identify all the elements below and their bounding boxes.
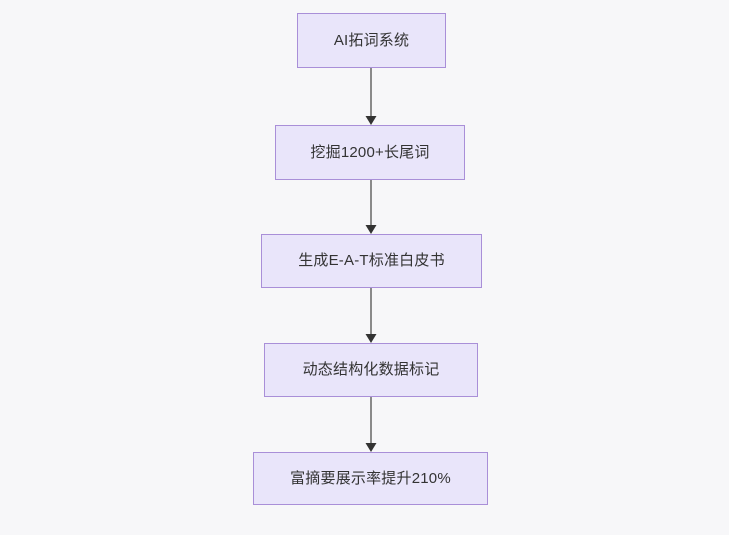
flowchart-edge-n2-n3 [365, 178, 377, 234]
node-label: 生成E-A-T标准白皮书 [298, 252, 445, 269]
flowchart-edge-n3-n4 [365, 286, 377, 343]
node-label: 挖掘1200+长尾词 [310, 143, 430, 161]
flowchart-edge-n4-n5 [365, 395, 377, 452]
flowchart-node-rich-snippet-impression-lift[interactable]: 富摘要展示率提升210% [253, 452, 488, 505]
node-label: 动态结构化数据标记 [302, 361, 440, 378]
arrowhead-icon [365, 443, 377, 452]
arrowhead-icon [365, 334, 377, 343]
node-label: AI拓词系统 [333, 31, 410, 49]
flowchart-node-generate-eat-whitepaper[interactable]: 生成E-A-T标准白皮书 [261, 234, 482, 288]
arrowhead-icon [365, 225, 377, 234]
flowchart-node-dynamic-structured-data-markup[interactable]: 动态结构化数据标记 [264, 343, 478, 397]
flowchart-node-ai-keyword-system[interactable]: AI拓词系统 [297, 13, 446, 68]
arrowhead-icon [365, 116, 377, 125]
node-label: 富摘要展示率提升210% [290, 469, 451, 487]
flowchart-node-mine-longtail-keywords[interactable]: 挖掘1200+长尾词 [275, 125, 465, 180]
flowchart-edge-n1-n2 [365, 66, 377, 125]
